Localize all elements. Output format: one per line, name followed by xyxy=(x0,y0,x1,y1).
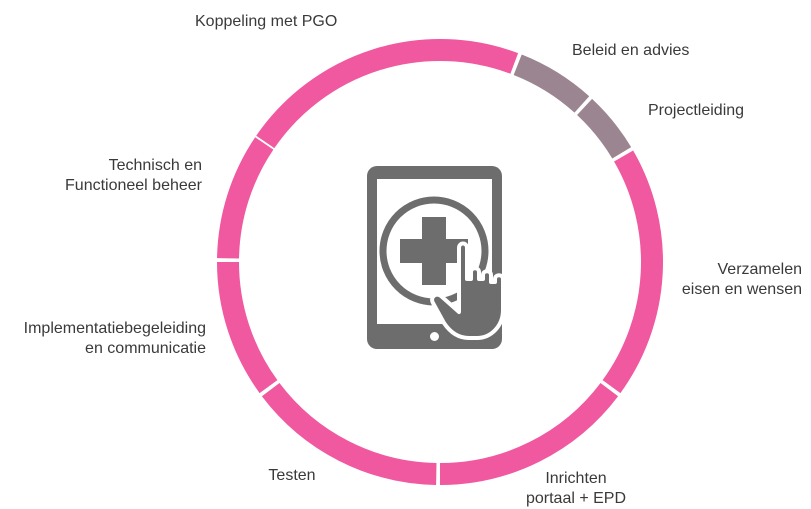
label-testen: Testen xyxy=(268,467,316,484)
ring-segment-koppeling xyxy=(256,39,519,149)
label-inrichten-portaal-epd: Inrichten portaal + EPD xyxy=(525,470,627,507)
ring-segment-technisch xyxy=(217,137,274,259)
ring-segment-verzamelen xyxy=(602,150,663,394)
label-koppeling-met-pgo: Koppeling met PGO xyxy=(195,13,338,30)
ring-segment-implementatie xyxy=(217,261,278,394)
ring-segment-beleid xyxy=(513,54,590,113)
label-projectleiding: Projectleiding xyxy=(648,102,745,119)
label-implementatiebegeleiding: Implementatiebegeleiding en communicatie xyxy=(23,320,206,357)
ring-segment-inrichten xyxy=(439,382,619,485)
ring-segment-projectleiding xyxy=(576,98,632,159)
label-technisch-functioneel-beheer: Technisch en Functioneel beheer xyxy=(65,157,202,194)
ring-segment-testen xyxy=(261,382,437,485)
label-beleid-en-advies: Beleid en advies xyxy=(572,42,690,59)
tablet-medical-cross-touch-icon xyxy=(367,166,505,349)
label-verzamelen-eisen-en-wensen: Verzamelen eisen en wensen xyxy=(681,261,802,298)
